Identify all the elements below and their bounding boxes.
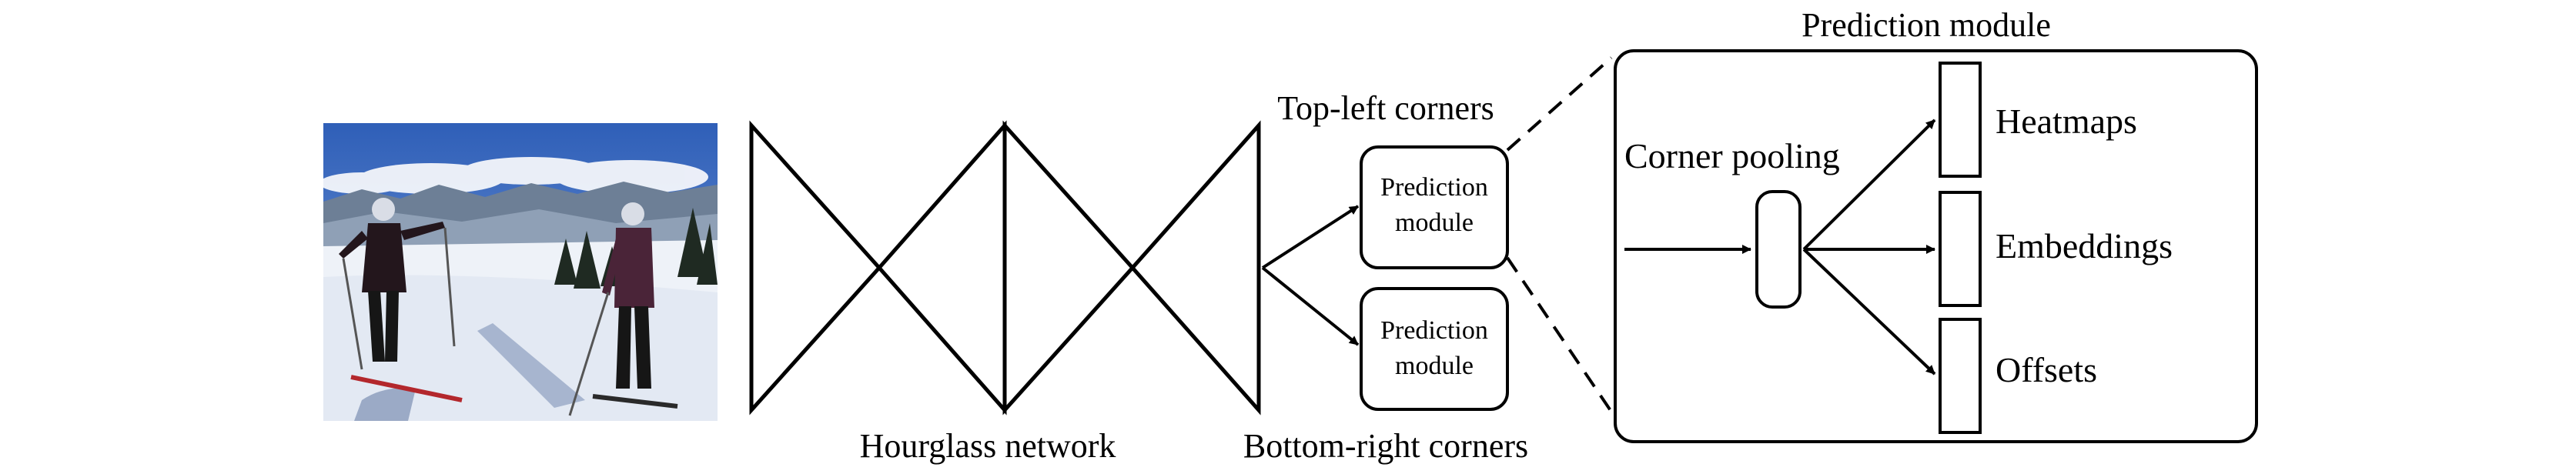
input-photo [323, 123, 718, 421]
photo-trees [554, 208, 718, 289]
prediction-module-top-line1: Prediction [1380, 173, 1488, 202]
hourglass-network [749, 120, 1261, 416]
photo-skier-left [339, 198, 463, 402]
branch-arrows [1261, 205, 1360, 346]
pooling-arrows [1624, 118, 1936, 376]
photo-clouds [323, 157, 708, 194]
hourglass-block-3 [1002, 120, 1136, 416]
prediction-module-expanded-box [1614, 49, 2258, 443]
offsets-block [1939, 318, 1982, 434]
hourglass-block-1 [749, 120, 882, 416]
embeddings-block [1939, 191, 1982, 307]
top-left-corners-label: Top-left corners [1277, 89, 1494, 127]
output-blocks [1939, 62, 1982, 434]
bottom-right-corners-label: Bottom-right corners [1243, 427, 1528, 465]
photo-skier-right [568, 202, 678, 416]
zoom-dashed-lines [1506, 56, 1613, 413]
prediction-module-title: Prediction module [1802, 6, 2051, 44]
prediction-module-bottom-line2: module [1395, 352, 1474, 380]
arrow-to-bottom-right-module [1261, 266, 1360, 346]
prediction-module-bottom: Prediction module [1360, 287, 1509, 411]
arrow-to-top-left-module [1261, 205, 1360, 269]
arrow-to-offsets [1802, 248, 1936, 376]
prediction-module-top-line2: module [1395, 209, 1474, 237]
heatmaps-label: Heatmaps [1996, 102, 2137, 141]
corner-pooling-label: Corner pooling [1624, 136, 1840, 175]
offsets-label: Offsets [1996, 350, 2097, 389]
arrow-to-heatmaps [1802, 118, 1936, 251]
heatmaps-block [1939, 62, 1982, 178]
hourglass-block-2 [876, 120, 1007, 416]
prediction-module-top: Prediction module [1360, 145, 1509, 269]
hourglass-label: Hourglass network [860, 427, 1116, 465]
corner-pooling-block [1755, 190, 1802, 309]
prediction-module-bottom-line1: Prediction [1380, 316, 1488, 345]
hourglass-block-4 [1129, 120, 1261, 416]
embeddings-label: Embeddings [1996, 226, 2173, 265]
